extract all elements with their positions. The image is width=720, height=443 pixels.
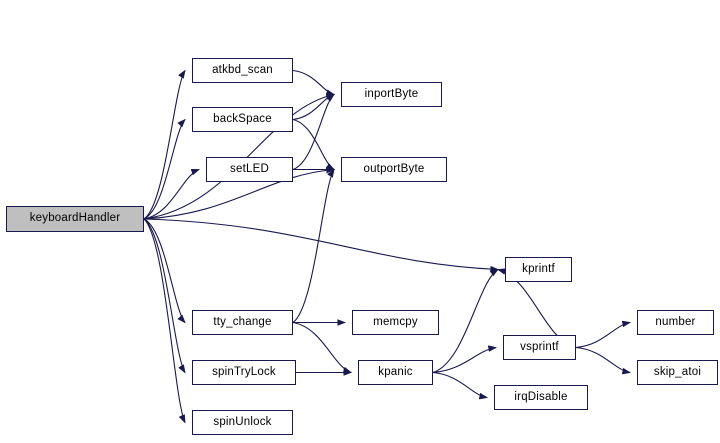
- graph-node-label: keyboardHandler: [29, 212, 121, 225]
- graph-edge-keyboardHandler-to-spinTryLock: [143, 218, 186, 374]
- graph-edge-kpanic-to-kprintf: [432, 268, 499, 374]
- graph-node-tty_change[interactable]: tty_change: [192, 310, 293, 335]
- graph-edge-keyboardHandler-to-setLED: [143, 168, 201, 220]
- graph-node-kpanic[interactable]: kpanic: [358, 360, 433, 385]
- graph-node-kprintf[interactable]: kprintf: [505, 257, 572, 282]
- graph-node-vsprintf[interactable]: vsprintf: [503, 335, 576, 360]
- graph-node-label: spinTryLock: [212, 365, 276, 378]
- graph-node-label: number: [655, 315, 696, 328]
- graph-node-memcpy[interactable]: memcpy: [352, 310, 439, 335]
- graph-node-label: irqDisable: [514, 390, 568, 403]
- graph-edge-atkbd_scan-to-inportByte: [292, 69, 336, 96]
- graph-node-label: outportByte: [363, 162, 425, 175]
- graph-node-skip_atoi[interactable]: skip_atoi: [637, 360, 718, 385]
- graph-node-label: kprintf: [522, 262, 555, 275]
- graph-edge-vsprintf-to-skip_atoi: [575, 346, 632, 375]
- graph-node-irqDisable[interactable]: irqDisable: [494, 385, 588, 410]
- graph-edge-backSpace-to-outportByte: [292, 118, 335, 171]
- graph-node-backSpace[interactable]: backSpace: [192, 107, 293, 132]
- graph-node-spinUnlock[interactable]: spinUnlock: [192, 410, 293, 435]
- graph-node-label: memcpy: [373, 315, 418, 328]
- graph-node-label: vsprintf: [520, 340, 559, 353]
- graph-edge-kpanic-to-irqDisable: [432, 371, 489, 400]
- graph-node-keyboardHandler[interactable]: keyboardHandler: [6, 206, 144, 232]
- graph-edge-keyboardHandler-to-outportByte: [143, 166, 336, 220]
- graph-edge-tty_change-to-outportByte: [292, 168, 335, 323]
- graph-node-outportByte[interactable]: outportByte: [341, 157, 447, 182]
- graph-edge-setLED-to-inportByte: [292, 93, 335, 171]
- graph-node-label: inportByte: [364, 87, 419, 100]
- graph-edge-tty_change-to-kpanic: [292, 321, 353, 374]
- graph-edge-keyboardHandler-to-spinUnlock: [143, 218, 186, 424]
- graph-node-setLED[interactable]: setLED: [206, 157, 293, 182]
- graph-node-spinTryLock[interactable]: spinTryLock: [192, 360, 296, 385]
- graph-edge-keyboardHandler-to-kprintf: [143, 218, 500, 273]
- graph-edge-keyboardHandler-to-atkbd_scan: [143, 69, 186, 220]
- graph-edge-backSpace-to-inportByte: [292, 93, 336, 121]
- graph-node-atkbd_scan[interactable]: atkbd_scan: [192, 58, 293, 83]
- graph-edge-keyboardHandler-to-tty_change: [143, 218, 186, 324]
- graph-node-label: setLED: [230, 162, 269, 175]
- graph-node-label: skip_atoi: [653, 365, 702, 378]
- graph-node-label: backSpace: [213, 112, 272, 125]
- graph-node-inportByte[interactable]: inportByte: [341, 82, 442, 107]
- graph-node-label: tty_change: [213, 315, 272, 328]
- graph-node-label: spinUnlock: [213, 415, 272, 428]
- graph-node-number[interactable]: number: [637, 310, 714, 335]
- graph-node-label: kpanic: [378, 365, 413, 378]
- graph-edge-keyboardHandler-to-backSpace: [143, 118, 186, 220]
- graph-edge-kpanic-to-vsprintf: [432, 345, 498, 374]
- graph-edge-vsprintf-to-number: [575, 320, 632, 349]
- graph-node-label: atkbd_scan: [212, 63, 273, 76]
